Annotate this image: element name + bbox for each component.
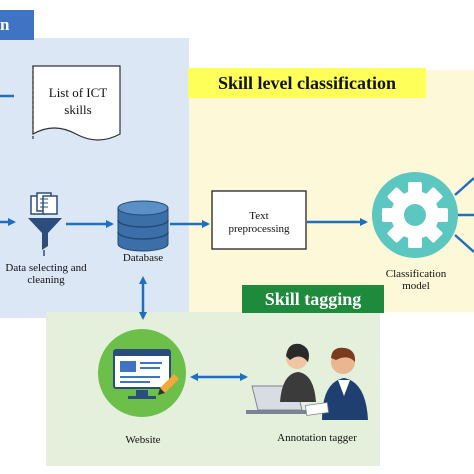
funnel-icon [28,192,62,256]
website-label: Website [125,434,161,446]
outgoing-edge-upper [454,177,474,196]
database-label: Database [122,252,164,264]
list-of-ict-skills-label: List of ICT skills [48,85,108,117]
classification-model-label: Classification model [385,268,447,292]
website-icon [98,329,186,417]
gear-icon [372,172,458,258]
text-preprocessing-box [211,190,307,250]
data-collection-title: n [0,10,34,40]
annotation-tagger-icon [246,343,368,420]
annotation-tagger-label: Annotation tagger [277,432,357,444]
skill-level-classification-title: Skill level classification [188,68,426,98]
document-shape [32,65,121,141]
skill-tagging-title: Skill tagging [242,285,384,313]
data-selecting-label: Data selecting and cleaning [5,262,87,286]
text-preprocessing-label: Text preprocessing [228,210,290,235]
database-icon [117,200,169,252]
outgoing-edge-lower [454,234,474,253]
